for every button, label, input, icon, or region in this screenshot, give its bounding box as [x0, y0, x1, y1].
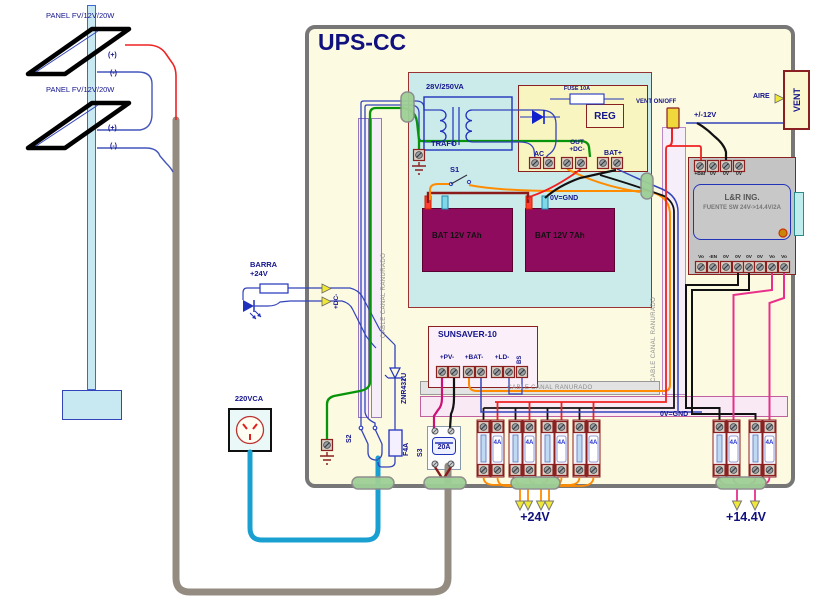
outlet-label: 220VCA: [234, 394, 264, 403]
channel-horizontal-label: CABLE CANAL RANURADO: [507, 385, 593, 391]
regulator-box: [518, 85, 648, 172]
fuse4a-2: 4A: [525, 440, 534, 446]
dc-terminal-label: +DC-: [333, 293, 340, 309]
lr-line1: L&R ING.: [724, 193, 760, 202]
out-144v-label: +14.4V: [726, 510, 766, 524]
lr-side-tab: [794, 192, 804, 236]
s1-label: S1: [450, 165, 460, 174]
trafo-label: TRAFO: [431, 139, 457, 148]
battery1-label: BAT 12V 7Ah: [432, 231, 482, 240]
sunsaver-bat: +BAT-: [464, 354, 484, 361]
fuse-label: FUSE 10A: [563, 86, 591, 92]
panel1-minus: (-): [110, 70, 117, 77]
channel-right-label: CABLE CANAL RANURADO: [651, 296, 657, 382]
sunsaver-bs: BS: [517, 355, 523, 364]
out-24v-label: +24V: [520, 510, 550, 524]
lr-bot-term-3: 0V: [735, 255, 741, 260]
wire-band: [420, 396, 788, 417]
fuse4a-3: 4A: [557, 440, 566, 446]
lr-bot-term-7: Vo: [781, 255, 787, 260]
term-bat-label: BAT+: [604, 150, 622, 157]
lr-bot-term-6: Vo: [769, 255, 775, 260]
reg-label: REG: [594, 111, 616, 122]
panel1-plus: (+): [108, 52, 117, 59]
lr-line2: FUENTE SW 24V->14.4V/2A: [703, 205, 781, 211]
fuse4a-6: 4A: [765, 440, 774, 446]
s3-breaker-rating: 20A: [437, 444, 451, 451]
vent-voltage-label: +/-12V: [694, 110, 717, 119]
channel-left-label: CABLE CANAL RANURADO: [381, 252, 387, 338]
aire-label: AIRE: [753, 93, 770, 100]
battery2-label: BAT 12V 7Ah: [535, 231, 585, 240]
mast-base: [62, 390, 122, 420]
znr-label: ZNR431U: [401, 372, 408, 404]
lr-top-term-1: 0V: [709, 171, 717, 177]
fuse4a-4: 4A: [589, 440, 598, 446]
panel2-plus: (+): [108, 125, 117, 132]
lr-top-term-2: 0V: [722, 171, 730, 177]
s3-label: S3: [417, 448, 424, 457]
cable-channel-right: [662, 127, 686, 395]
outlet-box: [228, 408, 272, 452]
panel2-label: PANEL FV/12V/20W: [46, 85, 115, 94]
bat-gnd-label: 0V=GND: [550, 195, 579, 202]
fuse4a-1: 4A: [493, 440, 502, 446]
bus-gnd-label: 0V=GND: [660, 411, 689, 418]
lr-bot-term-5: 0V: [757, 255, 763, 260]
vent-box: VENT: [783, 70, 810, 130]
lr-bot-term-2: 0V: [723, 255, 729, 260]
vent-onoff-label: VENT ON/OFF: [636, 99, 677, 105]
sunsaver-title: SUNSAVER-10: [438, 329, 497, 339]
lr-bot-term-1: -EN: [708, 255, 718, 260]
cable-channel-left-a: [358, 118, 369, 418]
panel1-label: PANEL FV/12V/20W: [46, 11, 115, 20]
sunsaver-ld: +LD-: [494, 354, 510, 361]
barra-voltage: +24V: [250, 269, 268, 278]
panel2-minus: (-): [110, 143, 117, 150]
fuse4a-5: 4A: [729, 440, 738, 446]
term-dc-label: +DC-: [569, 146, 585, 153]
sunsaver-pv: +PV-: [439, 354, 455, 361]
lr-bot-term-4: 0V: [746, 255, 752, 260]
reg-label-box: [586, 104, 624, 128]
lr-top-term-3: 0V: [735, 171, 743, 177]
barra-label: BARRA: [250, 260, 278, 269]
ups-title: UPS-CC: [318, 29, 407, 55]
mast-pole: [87, 5, 96, 390]
trafo-rating: 28V/250VA: [426, 82, 464, 91]
f4a-label: F4A: [403, 442, 410, 456]
vent-label: VENT: [791, 87, 802, 112]
term-ac-label: AC: [533, 151, 545, 158]
s2-label: S2: [346, 434, 353, 443]
lr-fuente-face: [693, 184, 791, 240]
